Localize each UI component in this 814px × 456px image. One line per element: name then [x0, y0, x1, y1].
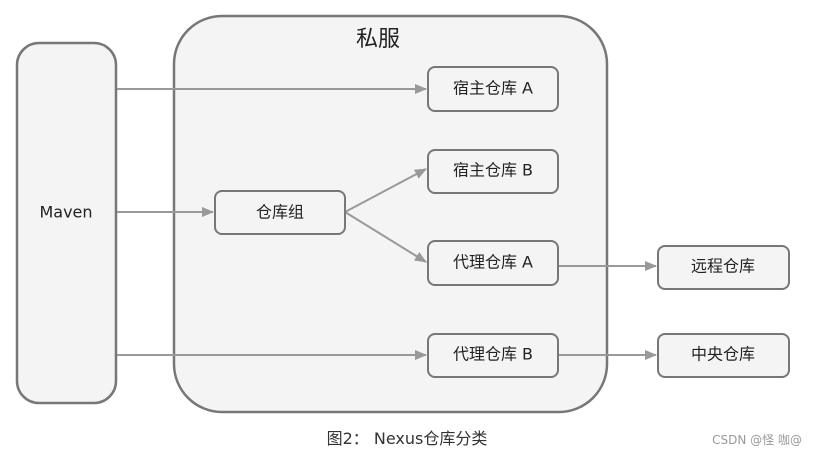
- remote-repo-box: [657, 245, 790, 290]
- group-repo-label: 仓库组: [256, 203, 304, 222]
- central-repo-label: 中央仓库: [691, 345, 755, 364]
- private-server-title: 私服: [356, 27, 400, 52]
- hosted-repo-b-box: [427, 149, 559, 194]
- central-repo-box: [657, 333, 790, 378]
- hosted-repo-a-box: [427, 66, 559, 112]
- hosted-repo-b-label: 宿主仓库 B: [453, 161, 533, 180]
- maven-label: Maven: [39, 203, 92, 222]
- private-server-container: [172, 14, 609, 414]
- csdn-watermark: CSDN @怪 咖@: [712, 433, 802, 447]
- remote-repo-label: 远程仓库: [691, 257, 755, 276]
- arrow-group-to-hosted-b: [344, 168, 427, 213]
- group-repo-box: [214, 190, 346, 235]
- proxy-repo-a-box: [427, 240, 559, 286]
- proxy-repo-b-label: 代理仓库 B: [453, 345, 533, 364]
- proxy-repo-a-label: 代理仓库 A: [453, 253, 533, 272]
- arrow-group-to-proxy-a: [344, 211, 427, 263]
- proxy-repo-b-box: [427, 333, 559, 378]
- hosted-repo-a-label: 宿主仓库 A: [453, 79, 533, 98]
- maven-box: [15, 41, 118, 405]
- figure-caption: 图2： Nexus仓库分类: [326, 429, 488, 448]
